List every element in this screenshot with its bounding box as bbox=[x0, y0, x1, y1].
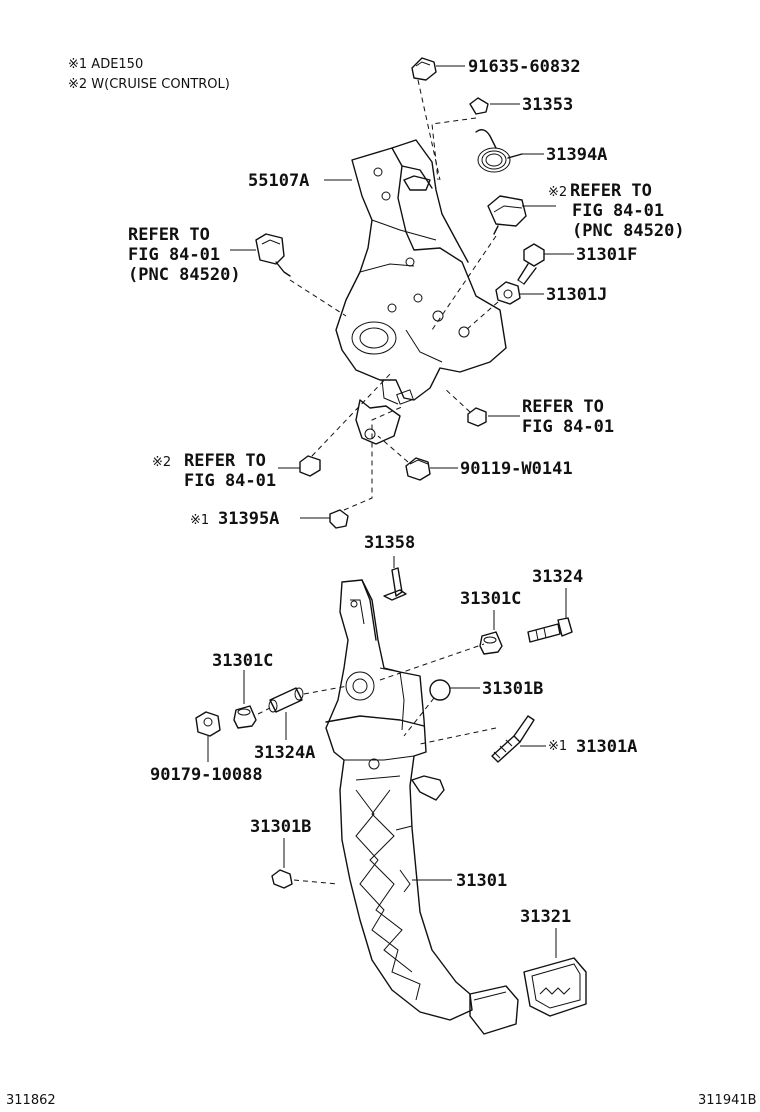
cruise-control-switch[interactable] bbox=[487, 195, 556, 235]
cap-31301B-top[interactable] bbox=[429, 679, 480, 701]
label-31301F[interactable]: 31301F bbox=[576, 245, 637, 265]
label-55107A[interactable]: 55107A bbox=[248, 171, 309, 191]
label-90179-10088[interactable]: 90179-10088 bbox=[150, 765, 263, 785]
ref-left-fig[interactable]: FIG 84-01 bbox=[128, 245, 220, 265]
label-31394A[interactable]: 31394A bbox=[546, 145, 607, 165]
pin-31301A[interactable] bbox=[491, 715, 546, 763]
ref-cruise-refer[interactable]: REFER TO bbox=[570, 181, 652, 201]
label-31301B-top[interactable]: 31301B bbox=[482, 679, 543, 699]
label-31358[interactable]: 31358 bbox=[364, 533, 415, 553]
ref-cruise-fig[interactable]: FIG 84-01 bbox=[572, 201, 664, 221]
note-cruise-control: ※2 W(CRUISE CONTROL) bbox=[68, 77, 230, 92]
label-31324A[interactable]: 31324A bbox=[254, 743, 315, 763]
ref-mid-refer[interactable]: REFER TO bbox=[184, 451, 266, 471]
pedal-bracket-55107A[interactable] bbox=[335, 139, 507, 445]
collar-31324A[interactable] bbox=[268, 687, 304, 740]
label-31324[interactable]: 31324 bbox=[532, 567, 583, 587]
ref-right-refer[interactable]: REFER TO bbox=[522, 397, 604, 417]
label-31395A-mark: ※1 bbox=[190, 513, 209, 528]
clutch-switch-left[interactable] bbox=[230, 233, 291, 277]
ref-cruise-mark: ※2 bbox=[548, 185, 567, 200]
bolt-31301F[interactable] bbox=[517, 243, 574, 285]
note-ade150: ※1 ADE150 bbox=[68, 57, 143, 72]
bushing-31301C-right[interactable] bbox=[479, 610, 503, 655]
pedal-pad-31321[interactable] bbox=[523, 928, 587, 1017]
nut-31301J[interactable] bbox=[495, 281, 544, 305]
stopper-31395A[interactable] bbox=[300, 509, 349, 529]
clip-31353[interactable] bbox=[469, 97, 520, 115]
label-31301J[interactable]: 31301J bbox=[546, 285, 607, 305]
ref-right-fig[interactable]: FIG 84-01 bbox=[522, 417, 614, 437]
label-31321[interactable]: 31321 bbox=[520, 907, 571, 927]
clutch-pedal-lever-31301[interactable] bbox=[325, 579, 473, 1021]
label-31301[interactable]: 31301 bbox=[456, 871, 507, 891]
pin-31358[interactable] bbox=[383, 556, 407, 601]
pedal-pad-end[interactable] bbox=[469, 985, 519, 1035]
label-31301A-mark: ※1 bbox=[548, 739, 567, 754]
ref-mid-fig[interactable]: FIG 84-01 bbox=[184, 471, 276, 491]
bolt-91635-60832[interactable] bbox=[411, 57, 465, 81]
label-31301A[interactable]: 31301A bbox=[576, 737, 637, 757]
spring-31394A[interactable] bbox=[475, 129, 544, 173]
bushing-31301C-left[interactable] bbox=[233, 670, 257, 729]
ref-mid-mark: ※2 bbox=[152, 455, 171, 470]
footer-right-code: 311941B bbox=[698, 1093, 757, 1108]
label-31301C-left[interactable]: 31301C bbox=[212, 651, 273, 671]
label-31301C-right[interactable]: 31301C bbox=[460, 589, 521, 609]
nut-ref-mid[interactable] bbox=[278, 455, 321, 477]
label-31395A[interactable]: 31395A bbox=[218, 509, 279, 529]
ref-cruise-pnc[interactable]: (PNC 84520) bbox=[572, 221, 685, 241]
label-91635-60832[interactable]: 91635-60832 bbox=[468, 57, 581, 77]
label-90119-W0141[interactable]: 90119-W0141 bbox=[460, 459, 573, 479]
bolt-31324[interactable] bbox=[527, 588, 573, 643]
cap-31301B-low[interactable] bbox=[271, 838, 293, 889]
nut-ref-right[interactable] bbox=[467, 407, 520, 427]
nut-90179-10088[interactable] bbox=[195, 711, 221, 762]
ref-left-refer[interactable]: REFER TO bbox=[128, 225, 210, 245]
bolt-90119-W0141[interactable] bbox=[405, 457, 458, 481]
label-31301B-low[interactable]: 31301B bbox=[250, 817, 311, 837]
footer-left-code: 311862 bbox=[6, 1093, 56, 1108]
label-31353[interactable]: 31353 bbox=[522, 95, 573, 115]
ref-left-pnc[interactable]: (PNC 84520) bbox=[128, 265, 241, 285]
